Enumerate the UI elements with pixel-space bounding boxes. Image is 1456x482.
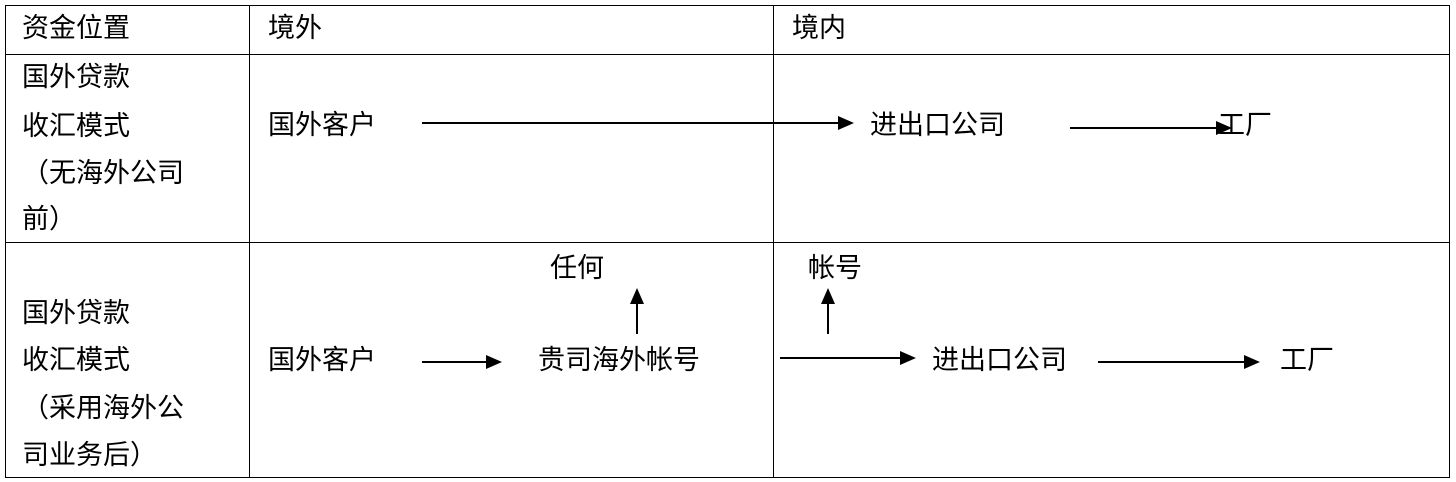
row2-trading-company: 进出口公司 xyxy=(932,345,1067,376)
row1-factory: 工厂 xyxy=(1218,110,1272,141)
row-divider xyxy=(5,242,1450,243)
arrow-up-to-any xyxy=(630,288,644,334)
row2-offshore-account: 贵司海外帐号 xyxy=(538,345,700,376)
row2-mode-line-4: 司业务后） xyxy=(22,440,157,471)
arrow-company-to-factory xyxy=(1070,121,1232,135)
row1-mode-line-1: 国外贷款 xyxy=(22,62,130,93)
row1-mode-line-2: 收汇模式 xyxy=(22,111,130,142)
row1-mode-line-3: （无海外公司 xyxy=(22,158,184,189)
header-onshore: 境内 xyxy=(792,13,846,44)
header-location-label: 资金位置 xyxy=(22,13,130,44)
arrow-customer-to-offshore-account xyxy=(422,355,502,369)
arrow-customer-to-company xyxy=(422,116,854,130)
header-divider xyxy=(5,54,1450,55)
arrow-company-to-factory-2 xyxy=(1098,355,1260,369)
row2-mode-line-3: （采用海外公 xyxy=(22,393,184,424)
table-border-top xyxy=(5,5,1450,6)
row2-foreign-customer: 国外客户 xyxy=(268,345,376,376)
table-border-bottom xyxy=(5,477,1450,478)
row1-trading-company: 进出口公司 xyxy=(870,110,1005,141)
row1-foreign-customer: 国外客户 xyxy=(268,110,376,141)
column-divider-2 xyxy=(773,5,774,478)
arrow-up-to-account xyxy=(821,288,835,334)
arrow-to-trading-company xyxy=(780,351,916,365)
row2-factory: 工厂 xyxy=(1280,345,1334,376)
row2-note-account: 帐号 xyxy=(808,253,862,284)
table-border-right xyxy=(1449,5,1450,478)
row2-mode-line-1: 国外贷款 xyxy=(22,298,130,329)
row2-mode-line-2: 收汇模式 xyxy=(22,345,130,376)
header-offshore: 境外 xyxy=(268,13,322,44)
row2-note-any: 任何 xyxy=(550,253,604,284)
row1-mode-line-4: 前） xyxy=(22,204,76,235)
table-border-left xyxy=(5,5,6,478)
column-divider-1 xyxy=(249,5,250,478)
